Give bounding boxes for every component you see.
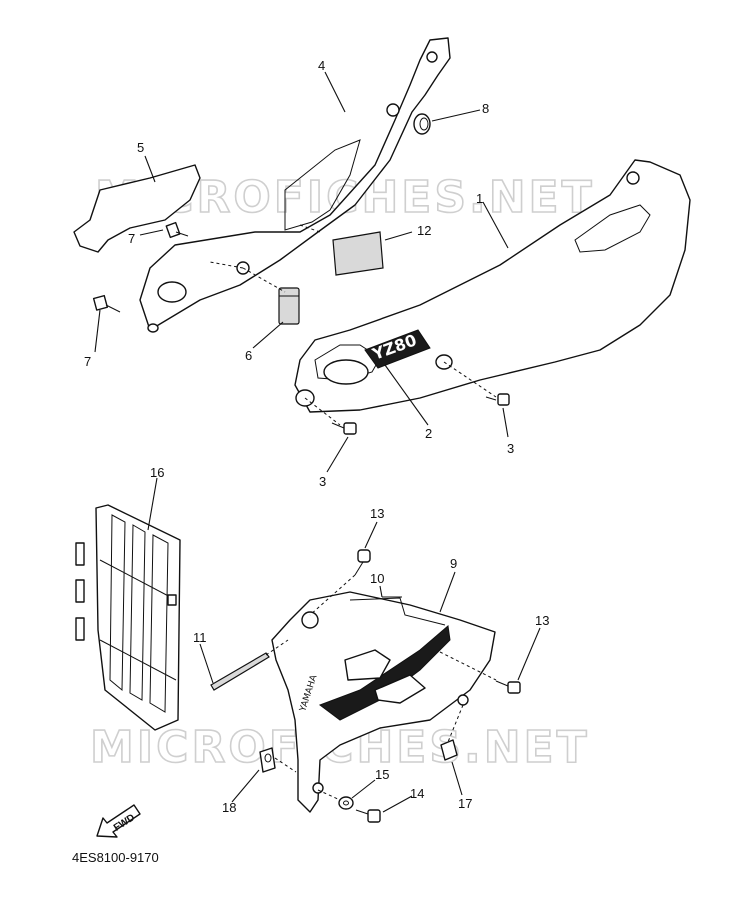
part-17-clip-nut <box>440 739 458 761</box>
part-10-shroud-decal <box>349 597 446 626</box>
part-12-label <box>332 231 384 276</box>
part-5-shield <box>73 164 201 253</box>
label-17: 17 <box>458 796 472 811</box>
label-4: 4 <box>318 58 325 73</box>
part-13-bolt-top <box>354 549 371 576</box>
part-number-labels: 1 2 3 3 4 5 6 7 7 8 9 10 11 12 13 13 14 … <box>84 58 549 815</box>
part-4-side-cover-bracket <box>139 37 451 333</box>
part-7-bolt-upper <box>165 221 189 239</box>
label-9: 9 <box>450 556 457 571</box>
part-9-radiator-shroud: YAMAHA <box>271 591 496 813</box>
label-2: 2 <box>425 426 432 441</box>
part-6-damper <box>278 287 300 325</box>
part-18-clip <box>259 747 276 773</box>
label-11: 11 <box>193 630 207 645</box>
label-3-right: 3 <box>507 441 514 456</box>
part-3-bolt-right <box>485 393 510 406</box>
label-1: 1 <box>476 191 483 206</box>
label-8: 8 <box>482 101 489 116</box>
label-7-lower: 7 <box>84 354 91 369</box>
label-3-left: 3 <box>319 474 326 489</box>
part-16-radiator-guard <box>75 504 181 731</box>
label-13-right: 13 <box>535 613 549 628</box>
part-14-bolt <box>355 809 381 823</box>
part-13-bolt-right <box>495 680 521 694</box>
label-6: 6 <box>245 348 252 363</box>
part-8-grommet <box>413 113 431 135</box>
part-7-bolt-lower <box>92 294 121 313</box>
assembly-lines <box>209 224 497 801</box>
part-11-strip <box>210 652 270 691</box>
label-18: 18 <box>222 800 236 815</box>
label-16: 16 <box>150 465 164 480</box>
label-12: 12 <box>417 223 431 238</box>
fwd-arrow-icon: FWD <box>96 804 141 838</box>
label-5: 5 <box>137 140 144 155</box>
label-15: 15 <box>375 767 389 782</box>
label-14: 14 <box>410 786 424 801</box>
label-13-top: 13 <box>370 506 384 521</box>
leader-lines <box>94 71 541 813</box>
part-3-bolt-left <box>331 422 357 435</box>
drawing-code: 4ES8100-9170 <box>72 850 159 865</box>
part-15-washer <box>338 796 354 810</box>
label-10: 10 <box>370 571 384 586</box>
label-7-upper: 7 <box>128 231 135 246</box>
